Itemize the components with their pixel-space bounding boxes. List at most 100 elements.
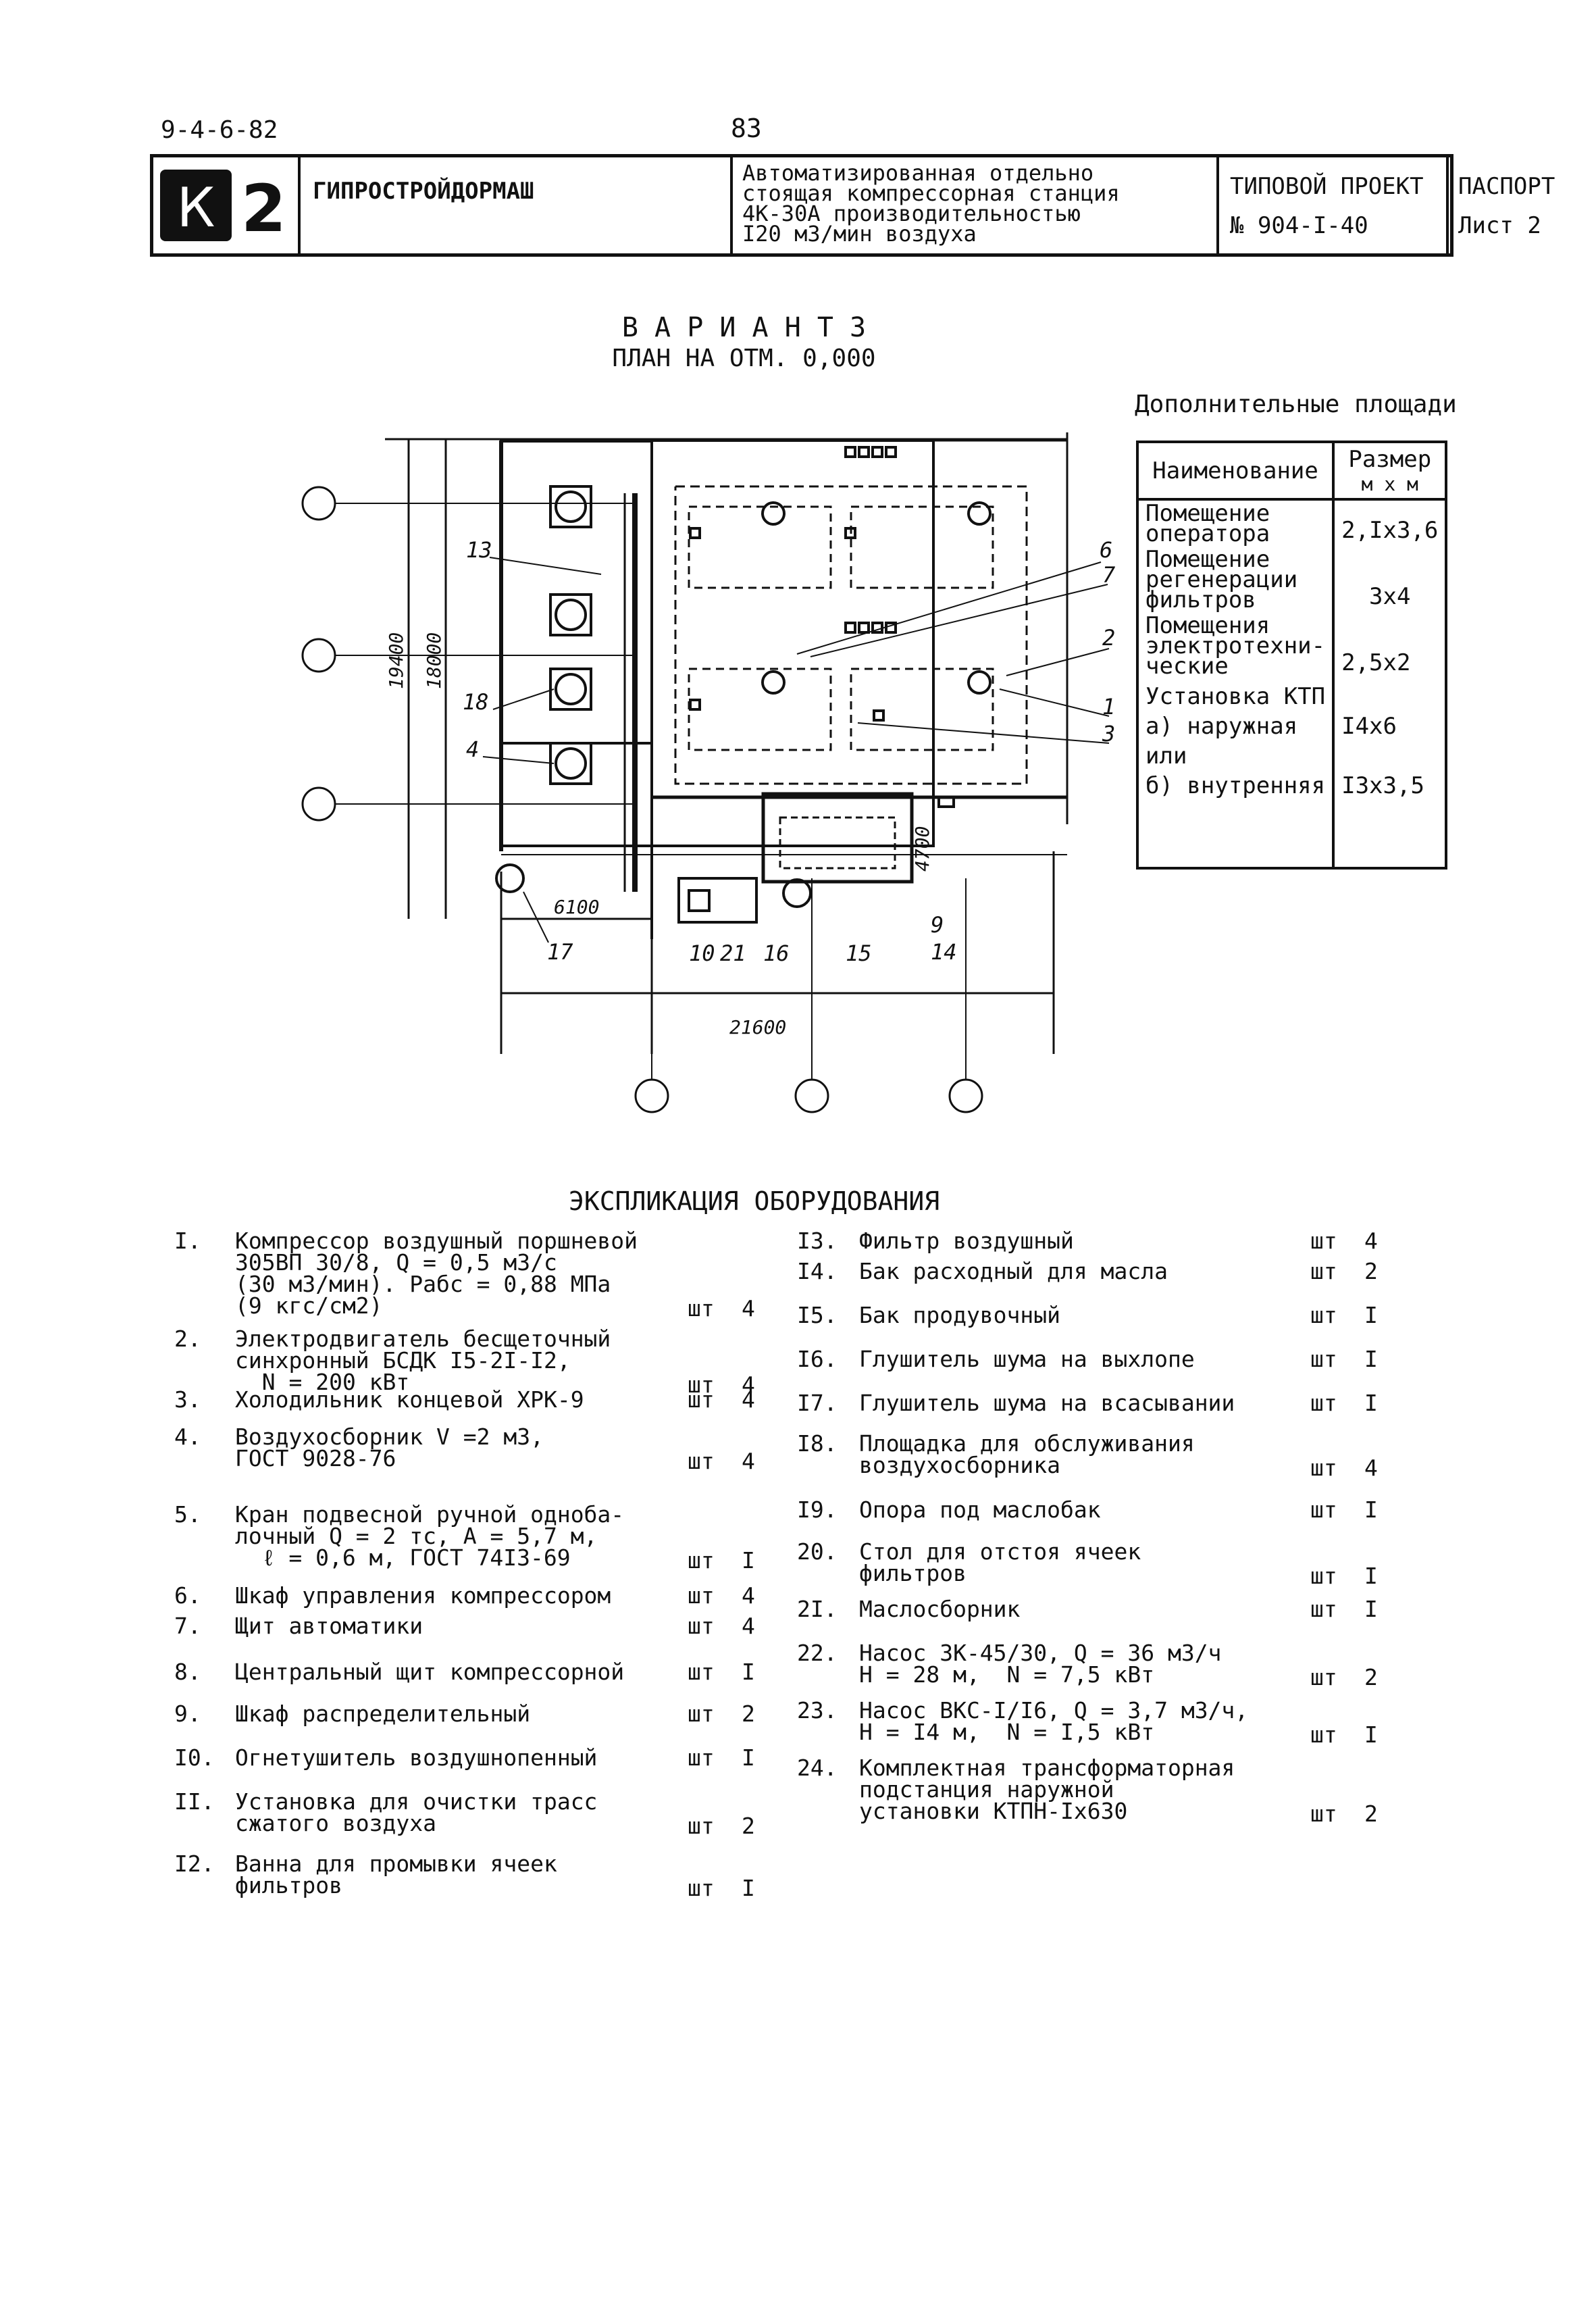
spec-item-number: I9.: [797, 1496, 838, 1523]
plan-label: 9: [931, 912, 944, 938]
plan-label: 18: [463, 689, 489, 715]
spec-item-text: фильтров: [859, 1560, 967, 1586]
document-type: ПАСПОРТ Лист 2: [1449, 157, 1596, 253]
plan-label: 1: [1102, 694, 1115, 720]
dim-height-outer: 19400: [385, 632, 407, 689]
area-name-line: оператора: [1145, 520, 1270, 547]
spec-item-text: Глушитель шума на всасывании: [859, 1390, 1235, 1416]
plan-label: 4: [466, 736, 479, 762]
spec-item-text: Площадка для обслуживания: [859, 1430, 1195, 1457]
spec-item-number: I0.: [174, 1744, 215, 1771]
spec-item-number: 7.: [174, 1613, 201, 1639]
area-name-line: ческие: [1145, 653, 1229, 680]
spec-item-quantity: 4: [742, 1372, 755, 1398]
spec-item-unit: шт: [1310, 1496, 1337, 1523]
plan-label: 7: [1102, 562, 1115, 588]
plan-label: 10: [689, 940, 715, 966]
spec-item-quantity: I: [742, 1875, 755, 1901]
spec-item-unit: шт: [1310, 1596, 1337, 1622]
spec-item-text: Фильтр воздушный: [859, 1228, 1074, 1254]
spec-item-number: 3.: [174, 1386, 201, 1413]
spec-item-number: I4.: [797, 1258, 838, 1284]
area-size-line: I4х6: [1341, 713, 1397, 740]
spec-item-quantity: I: [1364, 1390, 1378, 1416]
spec-item-unit: шт: [1310, 1228, 1337, 1254]
title-block: К 2 ГИПРОСТРОЙДОРМАШ Автоматизированная …: [150, 154, 1555, 257]
project-number: № 904-I-40: [1230, 212, 1368, 239]
spec-item-text: Огнетушитель воздушнопенный: [235, 1744, 598, 1771]
spec-item-text: сжатого воздуха: [235, 1810, 437, 1836]
spec-item-unit: шт: [688, 1813, 715, 1839]
spec-item-text: Насос ВКС-I/I6, Q = 3,7 м3/ч,: [859, 1697, 1249, 1724]
variant-title: В А Р И А Н Т 3: [621, 312, 867, 343]
spec-item-number: I6.: [797, 1346, 838, 1372]
spec-item-quantity: I: [742, 1744, 755, 1771]
spec-item-text: Установка для очистки трасс: [235, 1788, 598, 1815]
plan-label: 15: [846, 940, 872, 966]
spec-item-unit: шт: [688, 1875, 715, 1901]
spec-item-unit: шт: [688, 1659, 715, 1685]
spec-item-quantity: I: [1364, 1496, 1378, 1523]
sheet-number: Лист 2: [1458, 212, 1541, 239]
spec-item-unit: шт: [688, 1386, 715, 1413]
description-line: 4К-30А производительностью: [742, 201, 1081, 226]
spec-item-number: 24.: [797, 1755, 838, 1781]
spec-item-number: I2.: [174, 1851, 215, 1877]
spec-item-quantity: I: [742, 1659, 755, 1685]
spec-item-number: I.: [174, 1228, 201, 1254]
spec-item-text: Бак расходный для масла: [859, 1258, 1168, 1284]
dim-height-inner: 18000: [423, 632, 445, 689]
area-name: Помещение регенерации фильтров: [1135, 547, 1335, 613]
spec-item-text: Шкаф управления компрессором: [235, 1582, 611, 1609]
area-size: 3х4: [1332, 547, 1448, 613]
spec-item-number: 5.: [174, 1501, 201, 1528]
spec-item-unit: шт: [688, 1448, 715, 1474]
description-line: I20 м3/мин воздуха: [742, 221, 977, 247]
spec-item-number: 2I.: [797, 1596, 838, 1622]
area-name-line: а) наружная: [1145, 713, 1298, 740]
spec-item-text: (9 кгс/см2): [235, 1292, 383, 1319]
area-name: Помещения электротехни- ческие: [1135, 613, 1335, 680]
organization-name: ГИПРОСТРОЙДОРМАШ: [301, 157, 733, 253]
spec-item-unit: шт: [1310, 1801, 1337, 1827]
spec-item-number: 4.: [174, 1424, 201, 1450]
plan-label: 2: [1102, 625, 1115, 651]
dim-width-left: 6100: [554, 896, 599, 918]
spec-item-quantity: 4: [742, 1448, 755, 1474]
spec-item-unit: шт: [1310, 1346, 1337, 1372]
plan-label: 21: [720, 940, 746, 966]
spec-item-number: 6.: [174, 1582, 201, 1609]
spec-item-text: H = I4 м, N = I,5 кВт: [859, 1719, 1155, 1745]
spec-item-quantity: 4: [742, 1582, 755, 1609]
col-size-line: Размер: [1348, 446, 1432, 473]
area-name-line: электротехни-: [1145, 632, 1326, 659]
spec-item-quantity: I: [1364, 1346, 1378, 1372]
description-line: Автоматизированная отдельно: [742, 160, 1094, 186]
spec-item-unit: шт: [688, 1295, 715, 1322]
project-description: Автоматизированная отдельно стоящая комп…: [733, 157, 1219, 253]
spec-item-number: 2.: [174, 1326, 201, 1352]
spec-item-text: ℓ = 0,6 м, ГОСТ 74I3-69: [235, 1544, 571, 1571]
spec-item-unit: шт: [688, 1547, 715, 1574]
spec-item-unit: шт: [688, 1744, 715, 1771]
additional-areas-title: Дополнительные площади: [1135, 391, 1457, 418]
area-name: Установка КТП а) наружная или б) внутрен…: [1135, 679, 1335, 870]
document-type-label: ПАСПОРТ: [1458, 173, 1555, 200]
document-code: 9-4-6-82: [161, 116, 278, 144]
col-size-line: м х м: [1361, 473, 1418, 495]
spec-item-text: Кран подвесной ручной одноба-: [235, 1501, 625, 1528]
area-name-line: Помещение: [1145, 500, 1270, 527]
area-size: 2,Iх3,6: [1332, 498, 1448, 547]
spec-item-text: Бак продувочный: [859, 1302, 1061, 1328]
spec-item-quantity: 4: [1364, 1455, 1378, 1481]
area-size: I4х6 I3х3,5: [1332, 679, 1448, 870]
spec-item-quantity: 2: [742, 1813, 755, 1839]
spec-item-quantity: 4: [742, 1613, 755, 1639]
spec-item-number: II.: [174, 1788, 215, 1815]
spec-item-text: ГОСТ 9028-76: [235, 1445, 396, 1472]
spec-item-text: 305ВП 30/8, Q = 0,5 м3/с: [235, 1249, 557, 1276]
spec-item-quantity: I: [1364, 1721, 1378, 1748]
spec-item-number: 20.: [797, 1538, 838, 1565]
plan-title: ПЛАН НА ОТМ. 0,000: [612, 345, 876, 372]
